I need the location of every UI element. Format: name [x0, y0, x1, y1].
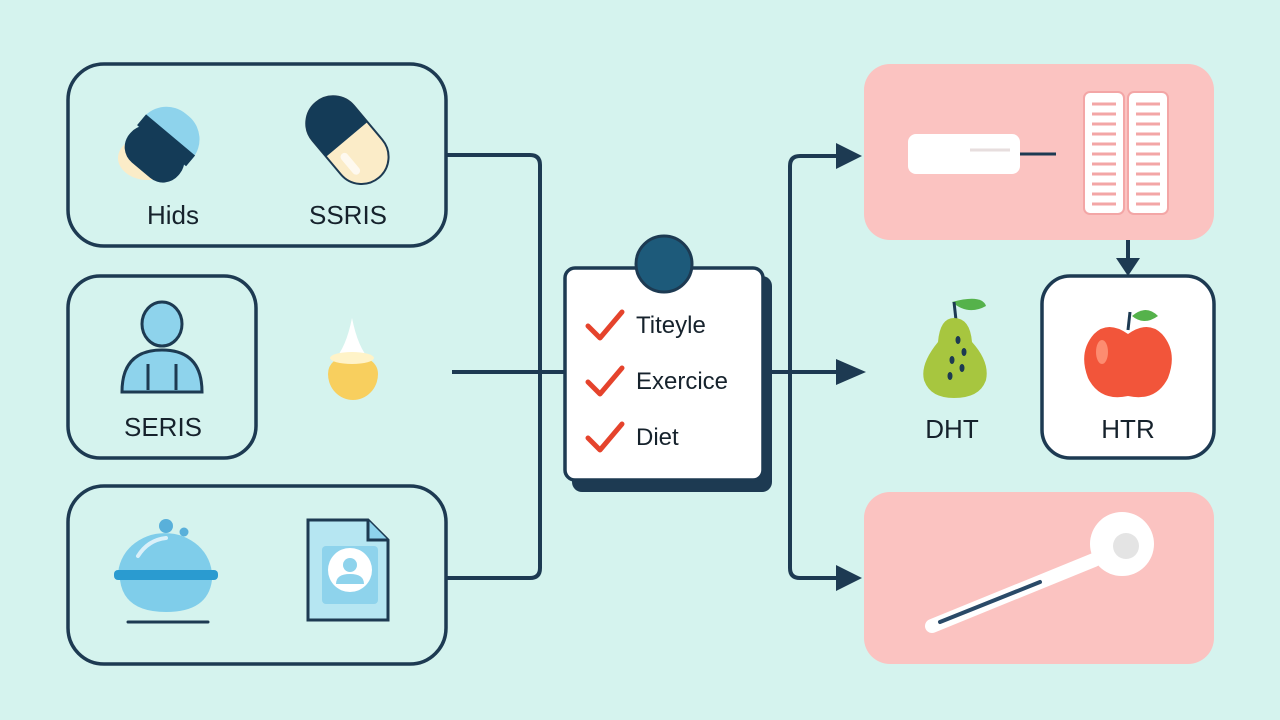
bowl-icon — [114, 519, 218, 624]
connector-bottom — [446, 380, 542, 580]
clip-icon — [634, 234, 694, 294]
connector-out-top — [770, 154, 838, 374]
arrowhead-middle — [836, 359, 866, 385]
group-box-top — [66, 62, 448, 248]
document-icon — [306, 518, 390, 622]
output-panel-top — [864, 64, 1214, 240]
output-panel-bottom — [864, 492, 1214, 664]
droplet-icon — [328, 318, 378, 400]
check-marks — [585, 309, 625, 453]
output-card-apple — [1040, 274, 1216, 460]
checklist-item-2: Exercice — [636, 368, 729, 395]
capsule-icon — [118, 106, 200, 183]
connectors-right — [770, 154, 1130, 580]
pill-blister-icon — [908, 91, 1169, 215]
group-box-middle — [66, 274, 258, 460]
group-top-label-2: SSRIS — [308, 200, 388, 230]
checklist-item-3: Diet — [636, 424, 679, 451]
checklist-item-1: Titeyle — [636, 312, 706, 339]
group-box-bottom — [66, 484, 448, 666]
arrowhead-apple — [1116, 258, 1140, 276]
output-label-dht: DHT — [925, 414, 979, 444]
connector-out-bottom — [788, 372, 838, 580]
checklist-card — [563, 234, 772, 492]
apple-icon — [1084, 310, 1172, 398]
person-icon — [120, 300, 204, 394]
spoon-icon — [925, 512, 1154, 633]
output-label-htr: HTR — [1101, 414, 1155, 444]
check-icon — [585, 421, 625, 453]
group-top-label-1: Hids — [146, 200, 200, 230]
arrowhead-top — [836, 143, 862, 169]
group-middle-label: SERIS — [123, 412, 203, 442]
capsule-icon — [305, 95, 390, 185]
connector-top — [446, 153, 542, 380]
check-icon — [585, 309, 625, 341]
connectors-left — [446, 153, 565, 580]
check-icon — [585, 365, 625, 397]
pear-icon — [923, 298, 987, 398]
arrowhead-bottom — [836, 565, 862, 591]
